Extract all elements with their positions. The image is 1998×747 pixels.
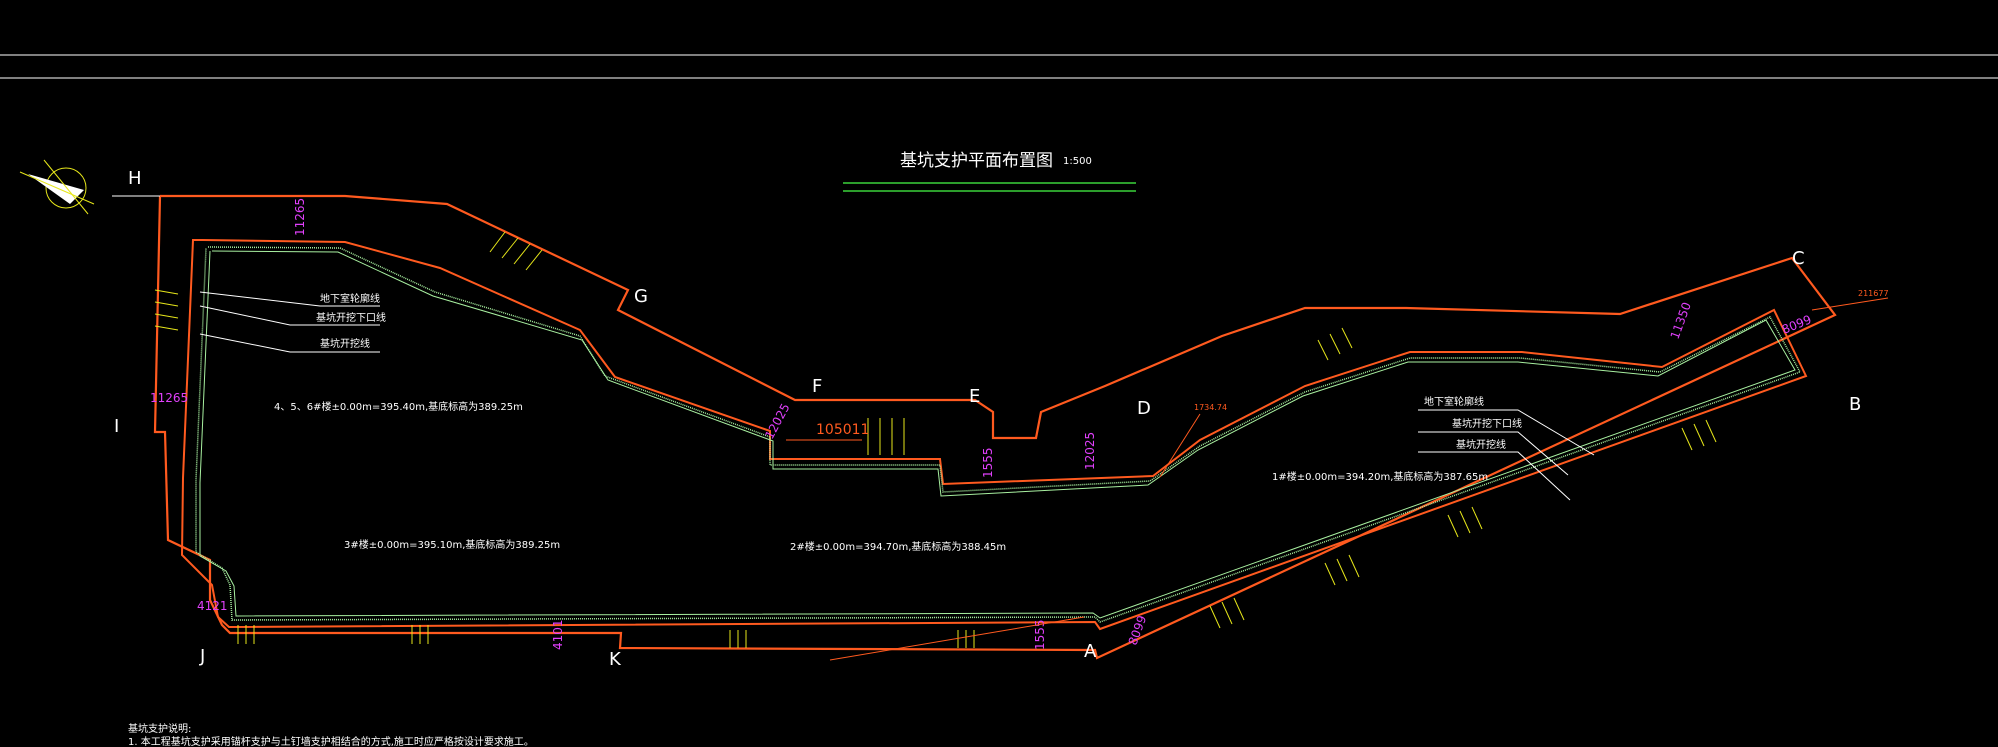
building-note-3: 3#楼±0.00m=395.10m,基底标高为389.25m: [344, 538, 560, 551]
dimension-label-1: 11265: [293, 198, 307, 236]
point-label-i: I: [114, 416, 119, 437]
dimension-label-4: 12025: [1083, 432, 1097, 470]
point-label-h: H: [128, 168, 142, 189]
basement-outline-inner: [199, 250, 1796, 619]
bottom-leader-line: [829, 616, 1085, 661]
legend-right-3: 基坑开挖线: [1456, 438, 1506, 451]
elevation-tag-1: 105011: [816, 422, 869, 438]
dimension-label-10: 1555: [1033, 619, 1047, 650]
legend-left-leaders: [199, 291, 380, 353]
building-note-2: 2#楼±0.00m=394.70m,基底标高为388.45m: [790, 540, 1006, 553]
legend-right-1: 地下室轮廓线: [1424, 395, 1484, 408]
drawing-title: 基坑支护平面布置图: [900, 151, 1053, 171]
basement-outline: [195, 246, 1802, 623]
point-label-a: A: [1084, 641, 1097, 662]
outer-excavation-line: [153, 194, 1837, 660]
elevation-tag-2: 1734.74: [1194, 403, 1227, 412]
point-label-b: B: [1849, 394, 1861, 415]
footer-line-1: 1. 本工程基坑支护采用锚杆支护与土钉墙支护相结合的方式,施工时应严格按设计要求…: [128, 735, 534, 747]
point-label-g: G: [634, 286, 648, 307]
building-note-1: 1#楼±0.00m=394.20m,基底标高为387.65m: [1272, 470, 1488, 483]
elevation-tag-3: 211677: [1858, 289, 1889, 298]
dimension-label-5: 11350: [1668, 300, 1694, 341]
legend-left-3: 基坑开挖线: [320, 337, 370, 350]
dimension-label-3: 12025: [762, 401, 792, 441]
dimension-label-9: 4101: [551, 619, 565, 650]
point-label-k: K: [609, 649, 622, 670]
point-label-e: E: [969, 386, 980, 407]
legend-right-2: 基坑开挖下口线: [1452, 417, 1522, 430]
legend-right-leaders: [1418, 409, 1595, 501]
legend-left-1: 地下室轮廓线: [320, 292, 380, 305]
point-label-c: C: [1792, 248, 1805, 269]
building-note-456: 4、5、6#楼±0.00m=395.40m,基底标高为389.25m: [274, 400, 523, 413]
dimension-label-2: 11265: [150, 391, 188, 405]
elevation-tag-3-leader: [1811, 297, 1889, 311]
legend-left-2: 基坑开挖下口线: [316, 311, 386, 324]
inner-excavation-line: [180, 239, 1808, 631]
point-label-f: F: [812, 376, 822, 397]
point-label-d: D: [1137, 398, 1151, 419]
north-arrow-icon: [19, 159, 95, 215]
dimension-label-11: 1555: [981, 447, 995, 478]
footer-heading: 基坑支护说明:: [128, 722, 191, 735]
elevation-tag-2-leader: [1159, 413, 1201, 478]
point-label-j: J: [199, 646, 205, 667]
anchor-hatch: [154, 231, 1717, 648]
drawing-scale: 1:500: [1063, 156, 1092, 167]
dimension-label-8: 4121: [197, 599, 228, 613]
